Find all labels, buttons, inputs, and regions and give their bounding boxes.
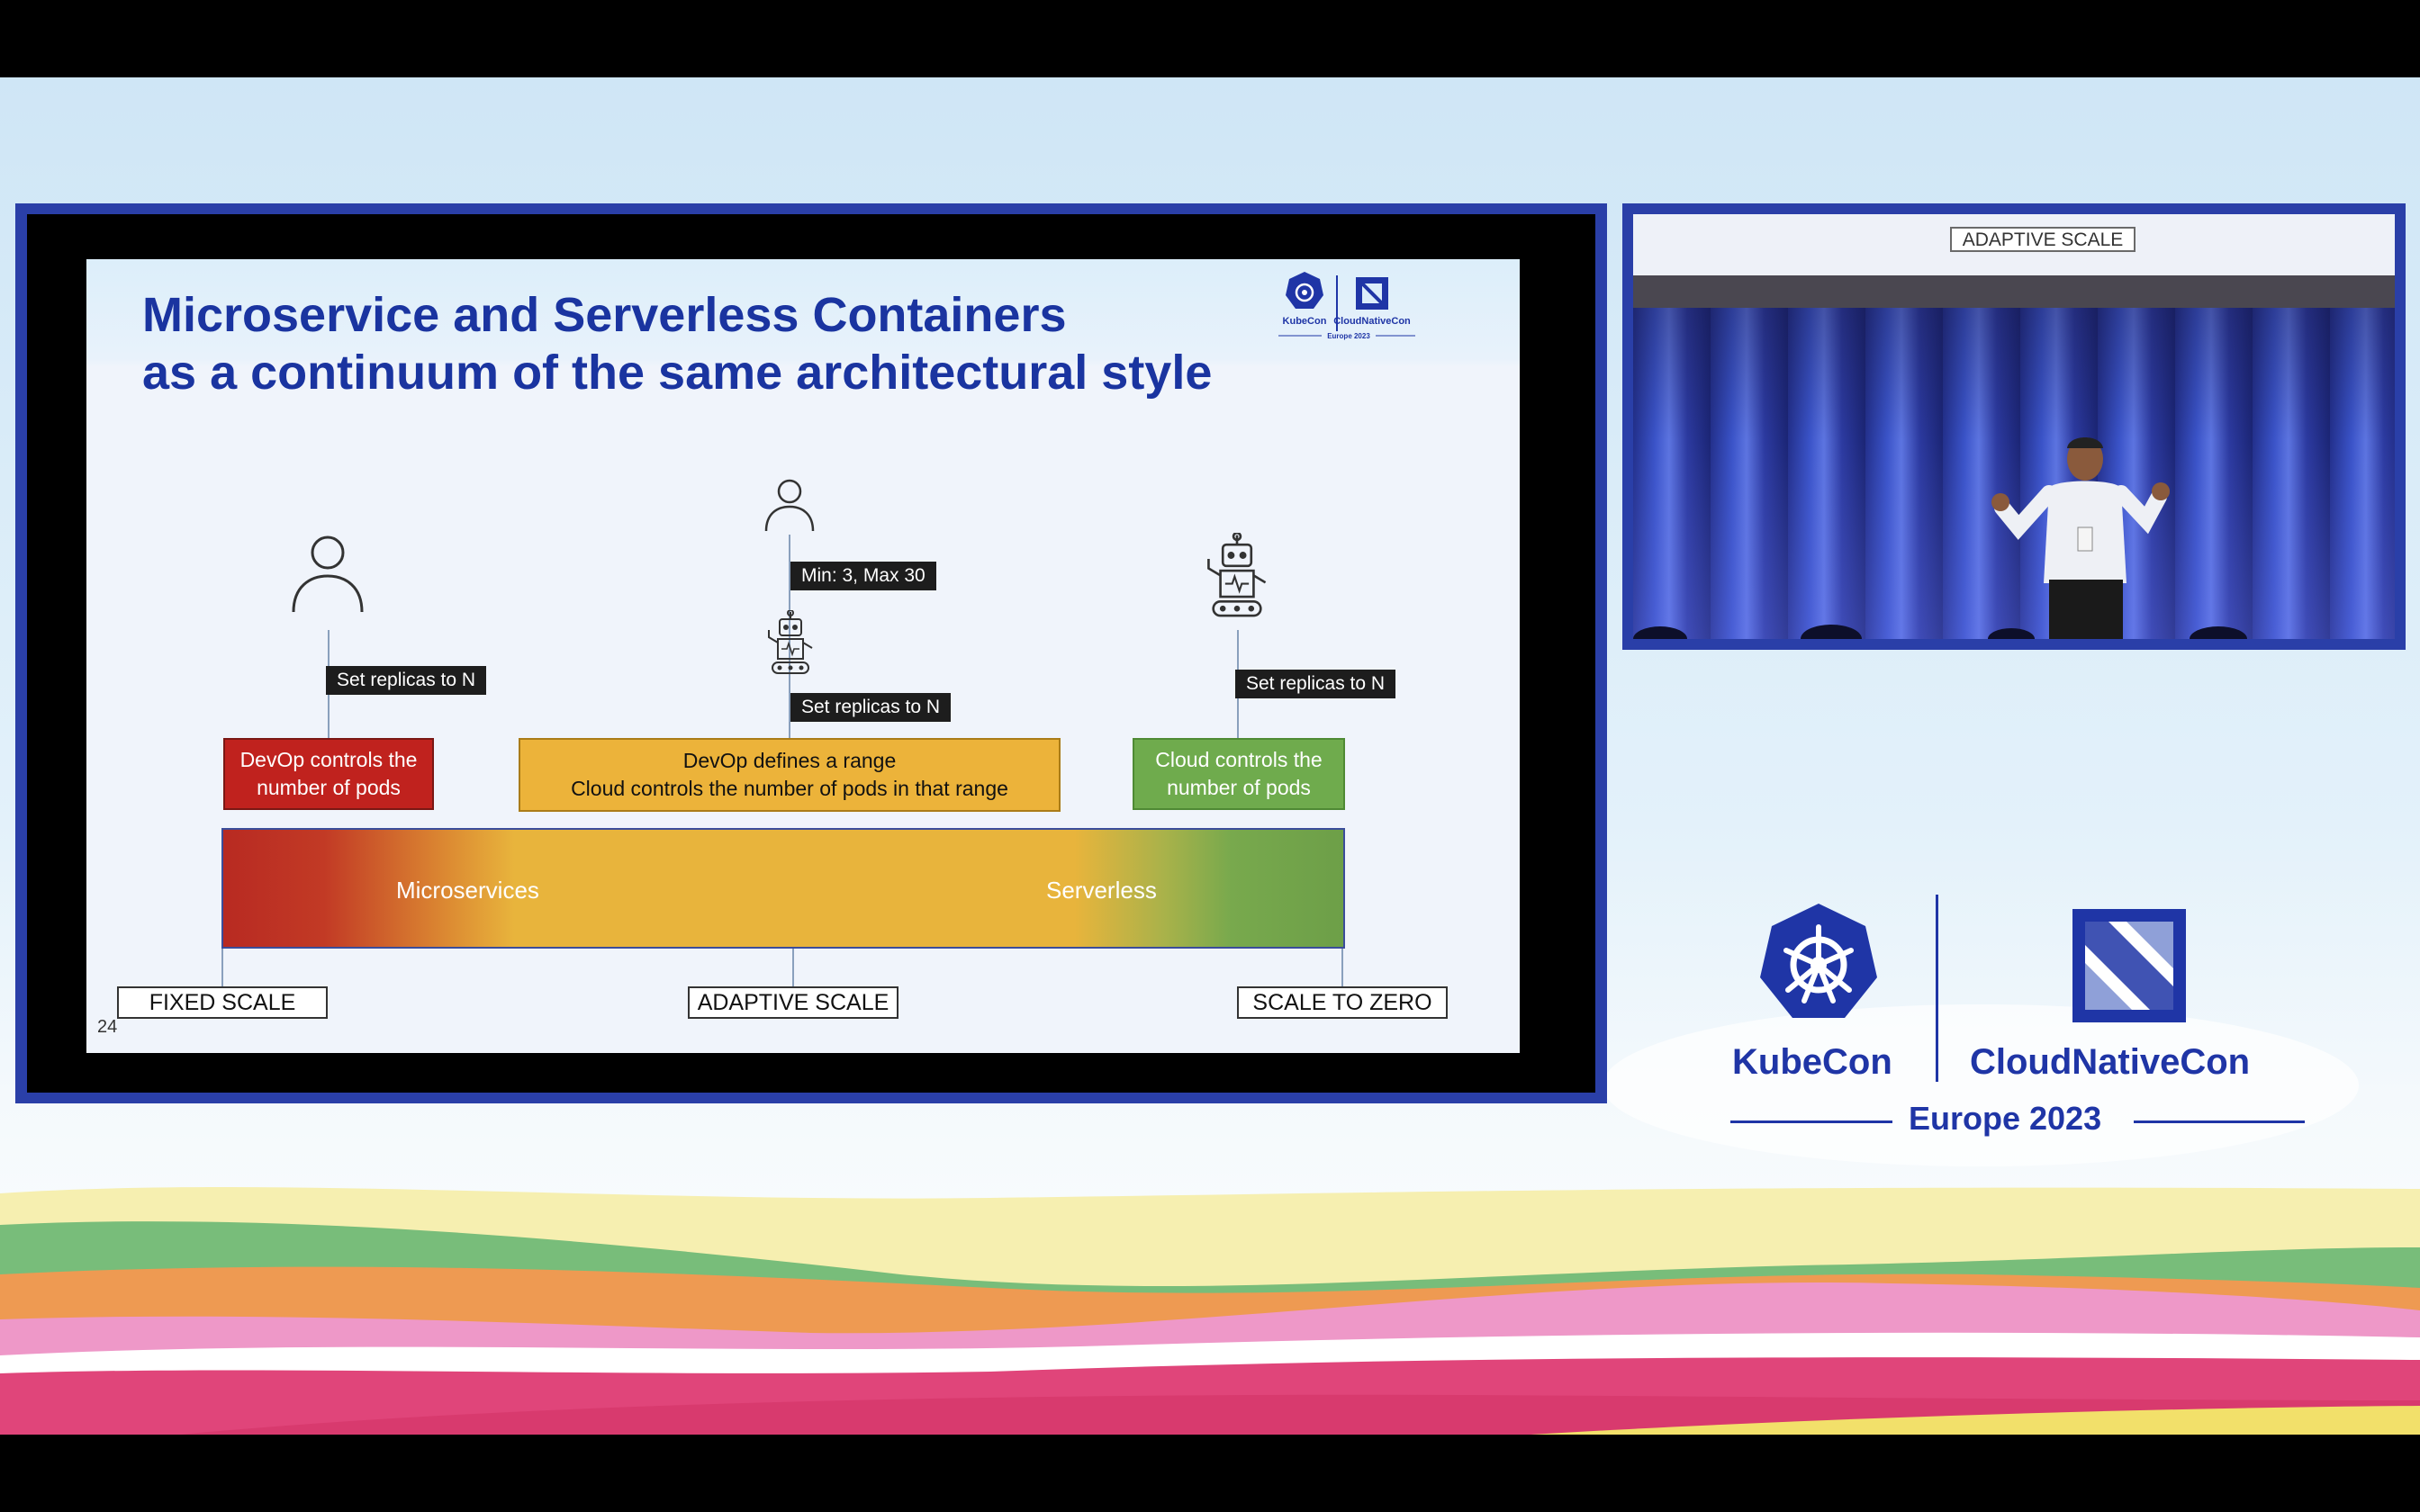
stage-screen-label: ADAPTIVE SCALE <box>1950 227 2136 252</box>
scale-label-zero: SCALE TO ZERO <box>1237 986 1448 1019</box>
logo-event-text: Europe 2023 <box>1327 332 1370 340</box>
tag-range: Min: 3, Max 30 <box>790 562 936 590</box>
speaker-camera-feed: ADAPTIVE SCALE <box>1633 214 2395 639</box>
logo-kubecon-text: KubeCon <box>1283 316 1327 327</box>
robot-icon <box>1207 533 1267 617</box>
kubecon-cloudnativecon-logo: KubeCon CloudNativeCon Europe 2023 <box>1278 272 1415 340</box>
ribbon-label-serverless: Serverless <box>1046 877 1157 904</box>
letterbox-top <box>0 0 2420 77</box>
brand-kubecon: KubeCon <box>1732 1042 1892 1082</box>
robot-icon <box>768 610 813 674</box>
tag-set-replicas-right: Set replicas to N <box>1235 670 1396 698</box>
box-adaptive-scale: DevOp defines a range Cloud controls the… <box>519 738 1061 812</box>
person-icon <box>292 536 364 613</box>
ribbon-label-microservices: Microservices <box>396 877 539 904</box>
cncf-logo-icon <box>2072 909 2186 1022</box>
box-fixed-line2: number of pods <box>257 776 401 799</box>
slide-title: Microservice and Serverless Containers a… <box>142 286 1212 401</box>
box-scale-to-zero: Cloud controls the number of pods <box>1133 738 1345 810</box>
audience-heads <box>1633 625 2247 639</box>
tag-set-replicas-left: Set replicas to N <box>326 666 487 695</box>
brand-rule-left <box>1730 1120 1892 1123</box>
person-icon <box>764 479 815 532</box>
connector-adaptive <box>792 949 794 986</box>
logo-cnc-text: CloudNativeCon <box>1333 316 1411 327</box>
brand-rule-right <box>2134 1120 2305 1123</box>
brand-cloudnativecon: CloudNativeCon <box>1970 1042 2251 1082</box>
scale-label-adaptive: ADAPTIVE SCALE <box>688 986 898 1019</box>
slide-page-number: 24 <box>97 1017 118 1037</box>
connector-middle <box>789 535 790 740</box>
tag-set-replicas-middle: Set replicas to N <box>790 693 952 722</box>
speaker-figure <box>1991 437 2170 639</box>
box-fixed-line1: DevOp controls the <box>239 748 418 771</box>
slide-title-line1: Microservice and Serverless Containers <box>142 288 1067 342</box>
box-zero-line1: Cloud controls the <box>1155 748 1323 771</box>
stage-ceiling <box>1633 275 2395 311</box>
box-adaptive-line1: DevOp defines a range <box>682 749 897 772</box>
continuum-ribbon: Microservices Serverless <box>221 828 1345 949</box>
slide-title-line2: as a continuum of the same architectural… <box>142 346 1213 400</box>
cncf-logo-icon <box>1356 277 1388 310</box>
kubernetes-wheel-icon <box>1286 272 1323 309</box>
brand-event: Europe 2023 <box>1909 1100 2102 1137</box>
box-fixed-scale: DevOp controls the number of pods <box>223 738 434 810</box>
connector-fixed <box>221 949 223 986</box>
event-brand: KubeCon CloudNativeCon Europe 2023 <box>1720 891 2314 1152</box>
scale-label-fixed: FIXED SCALE <box>117 986 328 1019</box>
speaker-camera-frame: ADAPTIVE SCALE <box>1622 203 2406 650</box>
letterbox-bottom <box>0 1435 2420 1512</box>
brand-divider <box>1936 895 1938 1082</box>
box-zero-line2: number of pods <box>1167 776 1311 799</box>
connector-zero <box>1341 949 1343 986</box>
decorative-waves <box>0 1004 2420 1435</box>
presentation-slide: Microservice and Serverless Containers a… <box>86 259 1520 1053</box>
kubernetes-wheel-icon <box>1760 904 1877 1018</box>
stage-curtain <box>1633 308 2395 639</box>
stage-lighting <box>1633 308 2395 639</box>
box-adaptive-line2: Cloud controls the number of pods in tha… <box>571 777 1008 800</box>
